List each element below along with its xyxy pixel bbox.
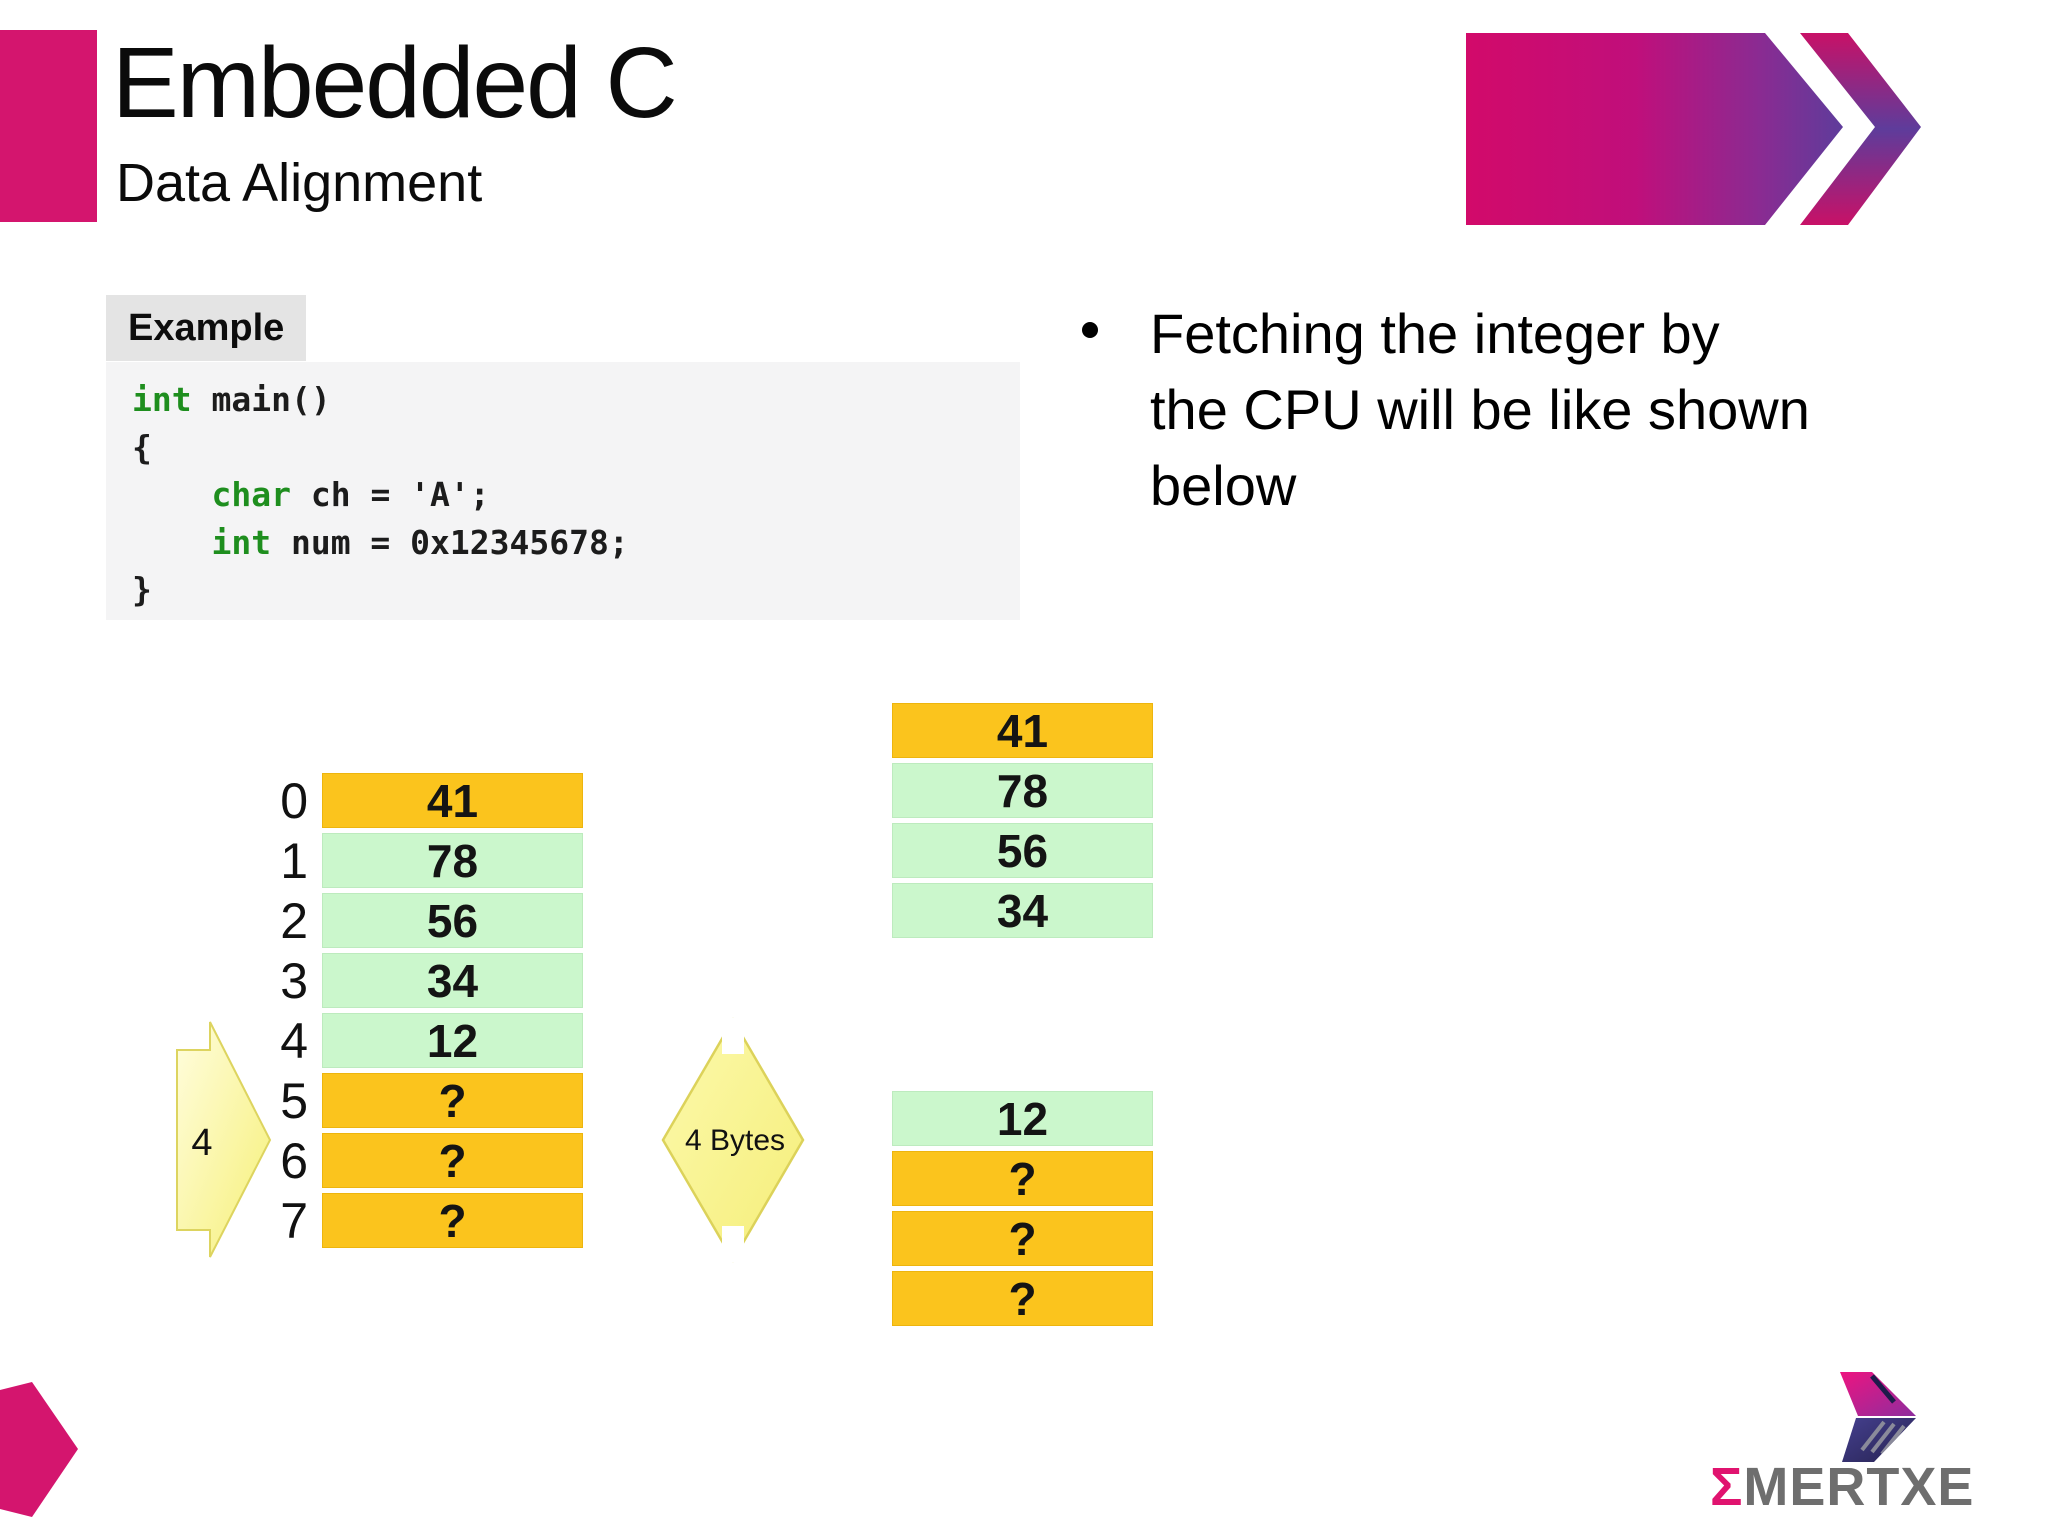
byte-index-label: 3 [280, 952, 308, 1009]
title-accent-block [0, 30, 97, 222]
memory-row: 2 56 [238, 892, 583, 949]
memory-row: 12 [892, 1091, 1153, 1146]
memory-cell: ? [892, 1271, 1153, 1326]
memory-row: 5? [238, 1072, 583, 1129]
memory-cell: 78 [892, 763, 1153, 818]
header-arrow-chevron-icon [1800, 33, 1921, 225]
memory-cell: 41 [322, 773, 583, 828]
memory-cell: ? [322, 1193, 583, 1248]
memory-cell: 41 [892, 703, 1153, 758]
memory-cell: ? [892, 1211, 1153, 1266]
byte-index-label: 4 [280, 1012, 308, 1069]
byte-index-label: 6 [280, 1132, 308, 1189]
memory-row: 6? [238, 1132, 583, 1189]
code-segment [132, 523, 211, 562]
four-bytes-label: 4 Bytes [684, 1124, 786, 1157]
memory-cell: ? [322, 1073, 583, 1128]
four-bytes-shape-icon [661, 1017, 805, 1263]
byte-index-label: 1 [280, 832, 308, 889]
code-segment: { [132, 427, 152, 467]
memory-row: 34 [892, 883, 1153, 938]
code-segment: main() [191, 380, 331, 419]
byte-index-label: 7 [280, 1192, 308, 1249]
memory-row: 0 41 [238, 772, 583, 829]
code-segment: num = 0x12345678; [271, 522, 629, 562]
code-line: char ch = 'A'; [132, 471, 1020, 519]
byte-index-label: 2 [280, 892, 308, 949]
memory-row: 41 [892, 703, 1153, 758]
bullet-text-line: Fetching the integer by [1150, 302, 1720, 365]
byte-index-label: 0 [280, 772, 308, 829]
code-segment: } [132, 570, 152, 609]
emertxe-logo-text: ΣMERTXE [1710, 1456, 1974, 1518]
header-arrow-graphic [1466, 33, 1921, 225]
logo-sigma: Σ [1710, 1457, 1744, 1517]
emertxe-logo: ΣMERTXE [1700, 1360, 2040, 1530]
code-segment: int [132, 380, 192, 419]
memory-row: 7? [238, 1192, 583, 1249]
memory-cell: 12 [322, 1013, 583, 1068]
memory-cell: 34 [892, 883, 1153, 938]
code-segment: int [211, 522, 272, 562]
logo-name: MERTXE [1743, 1457, 1975, 1517]
code-segment: ch = 'A'; [290, 475, 490, 514]
memory-row: ? [892, 1211, 1153, 1266]
code-line: int num = 0x12345678; [132, 519, 1020, 567]
bullet-text: Fetching the integer by the CPU will be l… [1150, 296, 1810, 524]
memory-cell: 34 [322, 953, 583, 1008]
bullet-text-line: the CPU will be like shown [1150, 378, 1810, 441]
code-segment [132, 475, 211, 514]
code-line: int main() [132, 376, 1020, 424]
memory-cell: 78 [322, 833, 583, 888]
footer-accent-arrow-icon [0, 1382, 78, 1517]
memory-cell: ? [892, 1151, 1153, 1206]
memory-row: ? [892, 1151, 1153, 1206]
memory-row: ? [892, 1271, 1153, 1326]
memory-row: 56 [892, 823, 1153, 878]
memory-row: 1 78 [238, 832, 583, 889]
code-line: { [132, 424, 1020, 472]
emertxe-emblem-icon [1840, 1372, 1916, 1462]
bullet-text-line: below [1150, 454, 1297, 517]
code-segment: char [211, 475, 291, 514]
code-block: int main(){ char ch = 'A'; int num = 0x1… [106, 362, 1020, 620]
page-subtitle: Data Alignment [116, 153, 483, 213]
header-arrow-body [1466, 33, 1843, 225]
bullet-dot-icon [1082, 322, 1098, 338]
memory-cell: 56 [322, 893, 583, 948]
memory-row: 4 12 [238, 1012, 583, 1069]
memory-row: 78 [892, 763, 1153, 818]
offset-arrow-icon [176, 1021, 272, 1258]
example-label: Example [106, 295, 307, 361]
memory-row: 3 34 [238, 952, 583, 1009]
memory-table-second-fetch: 12??? [892, 1091, 1153, 1331]
memory-cell: 56 [892, 823, 1153, 878]
memory-cell: ? [322, 1133, 583, 1188]
memory-cell: 12 [892, 1091, 1153, 1146]
page-title: Embedded C [112, 27, 678, 139]
bullet-item: Fetching the integer by the CPU will be l… [1082, 296, 2032, 524]
byte-index-label: 5 [280, 1072, 308, 1129]
code-line: } [132, 566, 1020, 614]
offset-arrow-label: 4 [191, 1122, 213, 1164]
